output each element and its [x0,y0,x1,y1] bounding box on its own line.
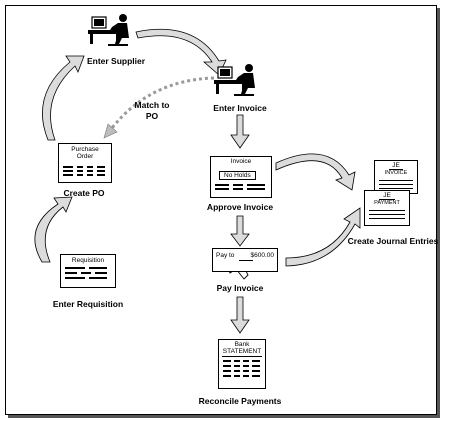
requisition-title: Requisition [71,257,105,264]
arrow-approve-to-pay [230,215,250,247]
arrow-pay-to-journal [285,207,361,267]
bank-statement-document: Bank STATEMENT [218,339,266,389]
computer-user-icon [88,14,129,46]
arrow-approve-to-journal [275,153,356,191]
statement-label: STATEMENT [222,348,262,357]
arrow-requisition-to-po [34,196,73,263]
payment-document: Pay to $600.00 [212,248,278,272]
pay-to-label: Pay to [216,252,235,259]
je-invoice-document: JE INVOICE [374,160,418,194]
pay-invoice-label: Pay Invoice [216,283,264,293]
invoice-title: Invoice [230,158,252,165]
arrow-match-to-po [110,76,215,129]
create-po-label: Create PO [63,188,105,198]
approve-invoice-label: Approve Invoice [206,202,274,212]
purchase-order-document: Purchase Order [58,143,112,183]
computer-user-icon [214,64,255,96]
je-payment-label: PAYMENT [374,200,400,207]
purchase-order-title: Purchase Order [71,146,99,161]
bank-label: Bank [234,341,250,348]
je-label-2: JE [379,192,395,201]
requisition-document: Requisition [60,254,116,288]
arrow-invoice-to-approve [230,114,250,149]
enter-invoice-label: Enter Invoice [213,103,267,113]
invoice-document: Invoice No Holds [210,156,272,198]
match-to-po-label: Match to PO [134,100,170,122]
je-invoice-label: INVOICE [384,170,408,177]
create-journal-entries-label: Create Journal Entries [347,236,439,246]
enter-requisition-label: Enter Requisition [52,299,124,309]
arrow-supplier-to-invoice [135,28,227,76]
enter-supplier-label: Enter Supplier [86,56,146,66]
reconcile-payments-label: Reconcile Payments [198,396,282,406]
no-holds-stamp: No Holds [219,171,256,180]
arrow-po-to-supplier [42,55,85,141]
arrow-pay-to-reconcile [230,296,250,334]
je-label: JE [389,162,403,171]
je-payment-document: JE PAYMENT [364,190,410,226]
payment-amount: $600.00 [250,252,275,259]
